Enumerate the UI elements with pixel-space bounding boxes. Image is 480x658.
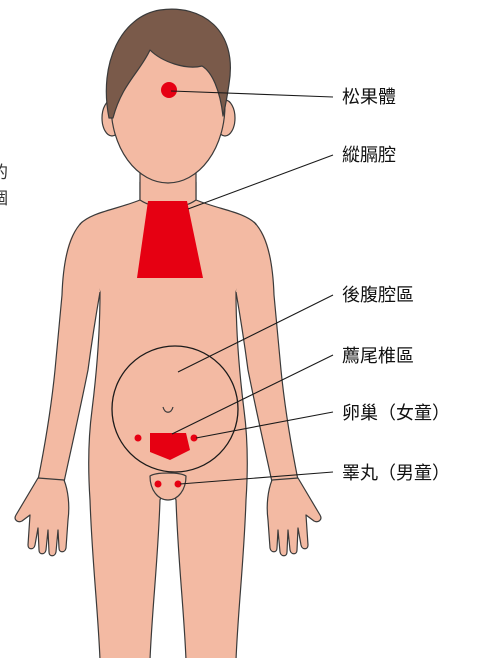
label-mediastinum: 縱膈腔 — [342, 145, 396, 166]
right-hand — [267, 478, 321, 556]
left-arm — [15, 222, 100, 556]
ovary-marker-left — [135, 435, 142, 442]
leader-mediastinum — [188, 155, 333, 209]
left-hand — [15, 478, 69, 556]
label-sacrococcygeal: 薦尾椎區 — [342, 346, 414, 367]
label-retroperitoneal: 後腹腔區 — [342, 285, 414, 306]
body-figure — [15, 9, 321, 658]
labels: 松果體 縱膈腔 後腹腔區 薦尾椎區 卵巢（女童） 睪丸（男童） — [342, 87, 450, 484]
testis-marker-left — [155, 481, 162, 488]
pineal-marker — [161, 82, 177, 98]
clipped-text-2: 個 — [0, 189, 8, 209]
label-pineal: 松果體 — [342, 87, 396, 108]
label-testis: 睪丸（男童） — [342, 463, 450, 484]
label-ovary: 卵巢（女童） — [342, 403, 450, 424]
clipped-text-1: 的 — [0, 163, 8, 183]
right-arm — [236, 222, 321, 556]
